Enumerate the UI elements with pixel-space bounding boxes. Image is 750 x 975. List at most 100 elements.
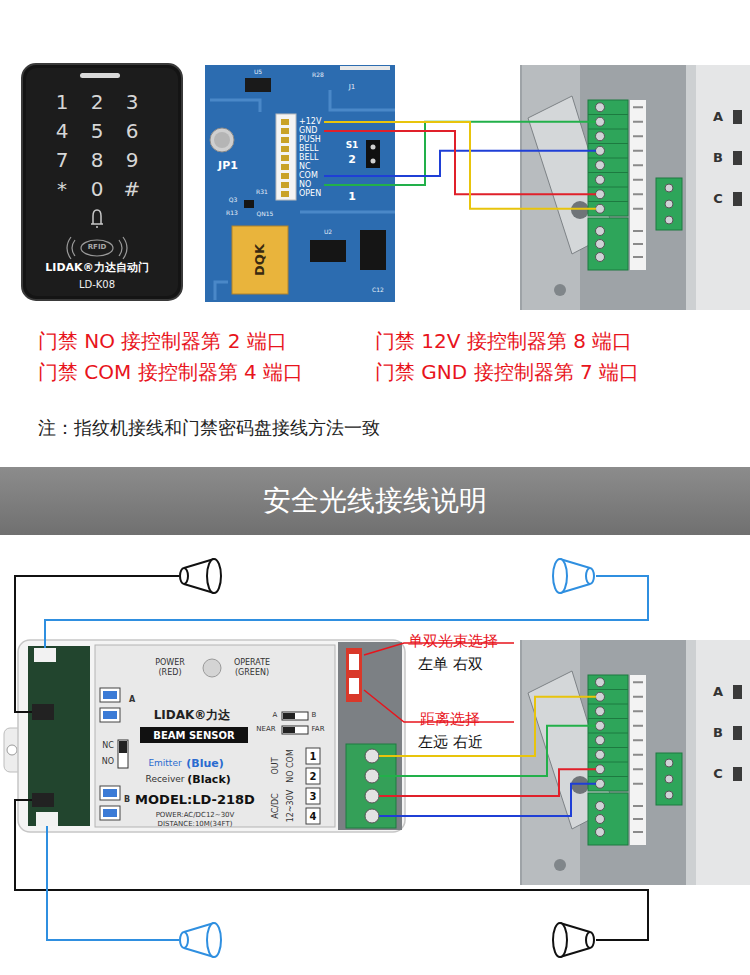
beam-sensor-body xyxy=(18,640,405,832)
wire-stub xyxy=(379,756,410,816)
pcb-label: NO xyxy=(299,181,311,190)
key-label: 3 xyxy=(126,91,139,113)
keypad-body xyxy=(22,64,182,300)
pcb-label: NC xyxy=(299,163,311,172)
wire xyxy=(410,755,520,757)
pcb-board xyxy=(281,182,289,188)
panel-label: POWER xyxy=(155,659,185,668)
pcb-board xyxy=(244,200,254,208)
key-label: 8 xyxy=(91,149,104,171)
panel-label: Receiver xyxy=(146,775,185,785)
wire-stub xyxy=(379,755,410,757)
pcb-label: U5 xyxy=(254,69,262,76)
panel-label: NEAR xyxy=(256,726,275,734)
pcb-board xyxy=(214,132,230,148)
key-label: 1 xyxy=(56,91,69,113)
pcb-board xyxy=(281,137,289,143)
channel-label: A xyxy=(713,110,723,124)
wire-stub xyxy=(520,150,596,152)
panel-label: POWER:AC/DC12~30V xyxy=(156,812,235,820)
wire xyxy=(395,122,520,209)
panel-label: MODEL:LD-218D xyxy=(135,793,255,807)
beam-sensor-body xyxy=(365,789,379,803)
pcb-board xyxy=(210,128,234,152)
beam-sensor-body xyxy=(282,726,308,734)
wire xyxy=(410,795,520,797)
panel-label: LIDAK®力达 xyxy=(154,709,231,722)
sensor-wire xyxy=(47,826,179,940)
wire-stub xyxy=(520,193,596,195)
controller-board: +12VGNDPUSHBELLBELLNCCOMNOOPENU5R28J1JP1… xyxy=(205,65,395,302)
panel-label: OPERATE xyxy=(234,659,270,668)
beam-sensor-body xyxy=(283,727,295,733)
beam-sensor-body xyxy=(100,786,120,800)
keypad-body xyxy=(22,64,182,300)
pcb-board xyxy=(281,164,289,170)
key-label: LIDAK®力达自动门 xyxy=(45,262,148,274)
bell-icon xyxy=(91,210,103,227)
pcb-board xyxy=(340,66,390,70)
rfid-logo xyxy=(67,237,127,259)
pcb-label: C12 xyxy=(372,287,384,294)
pcb-label: PUSH xyxy=(299,136,321,145)
beam-sensor-body xyxy=(95,645,335,827)
beam-sensor-body xyxy=(365,749,379,763)
pcb-label: R31 xyxy=(256,189,268,196)
beam-sensor-body xyxy=(365,809,379,823)
panel-label: NO xyxy=(102,758,114,767)
sensor-wire xyxy=(15,800,648,940)
channel-label: A xyxy=(713,685,723,699)
panel-label: DISTANCE:10M(34FT) xyxy=(158,821,233,829)
beam-sensor-body xyxy=(306,748,320,764)
panel-label: A xyxy=(273,712,278,720)
pcb-label: U2 xyxy=(324,229,332,236)
emitter-sensor xyxy=(180,932,188,948)
pcb-board xyxy=(281,119,289,125)
pcb-board xyxy=(276,114,296,200)
beam-sensor-body xyxy=(203,659,221,677)
beam-sensor-body xyxy=(103,809,117,817)
pcb-label: JP1 xyxy=(218,160,238,172)
receiver-sensor xyxy=(180,559,594,957)
keypad: 123456789*0#RFIDLIDAK®力达自动门LD-K08 xyxy=(22,64,182,300)
wire xyxy=(395,131,520,194)
wire-stub xyxy=(324,184,395,186)
pcb-board xyxy=(371,159,376,164)
key-label: # xyxy=(124,178,141,200)
instruction-note: 门禁 NO 接控制器第 2 端口 xyxy=(38,330,287,352)
beam-sensor-body xyxy=(103,711,117,719)
beam-sensor-body xyxy=(365,769,379,783)
instruction-note: 门禁 12V 接控制器第 8 端口 xyxy=(375,330,632,352)
pcb-label: QN15 xyxy=(257,211,274,218)
panel-label: (RED) xyxy=(158,669,181,678)
bell-icon xyxy=(91,210,103,227)
panel-label: 4 xyxy=(310,811,317,822)
beam-sensor-box: POWER(RED)OPERATE(GREEN)AABNEARFARLIDAK®… xyxy=(10,635,410,835)
key-label: 5 xyxy=(91,120,104,142)
brand-band: BEAM SENSOR xyxy=(140,727,248,743)
pcb-label: Q3 xyxy=(229,197,238,204)
callout-label: 左远 右近 xyxy=(418,734,483,751)
rfid-logo xyxy=(67,237,127,259)
sensor-wire xyxy=(15,576,648,940)
wire-stub xyxy=(379,775,410,777)
pcb-board xyxy=(281,146,289,152)
beam-sensor-body xyxy=(349,678,359,694)
panel-label: A xyxy=(129,696,135,705)
key-label: 0 xyxy=(91,178,104,200)
pcb-board xyxy=(281,191,289,197)
pcb-board xyxy=(205,65,395,302)
channel-label: C xyxy=(713,192,723,206)
panel-label: (Black) xyxy=(187,774,230,786)
panel-label: 3 xyxy=(310,791,317,802)
panel-label: (GREEN) xyxy=(235,669,269,678)
beam-sensor-body xyxy=(103,691,117,699)
panel-label: (Blue) xyxy=(186,758,224,770)
wire-stub xyxy=(379,815,410,817)
pcb-board xyxy=(245,78,271,92)
keypad-body xyxy=(26,68,178,296)
pcb-label: BELL xyxy=(299,145,318,154)
beam-sensor-body xyxy=(306,768,320,784)
pcb-board xyxy=(360,230,386,270)
pcb-label: 2 xyxy=(348,154,356,166)
